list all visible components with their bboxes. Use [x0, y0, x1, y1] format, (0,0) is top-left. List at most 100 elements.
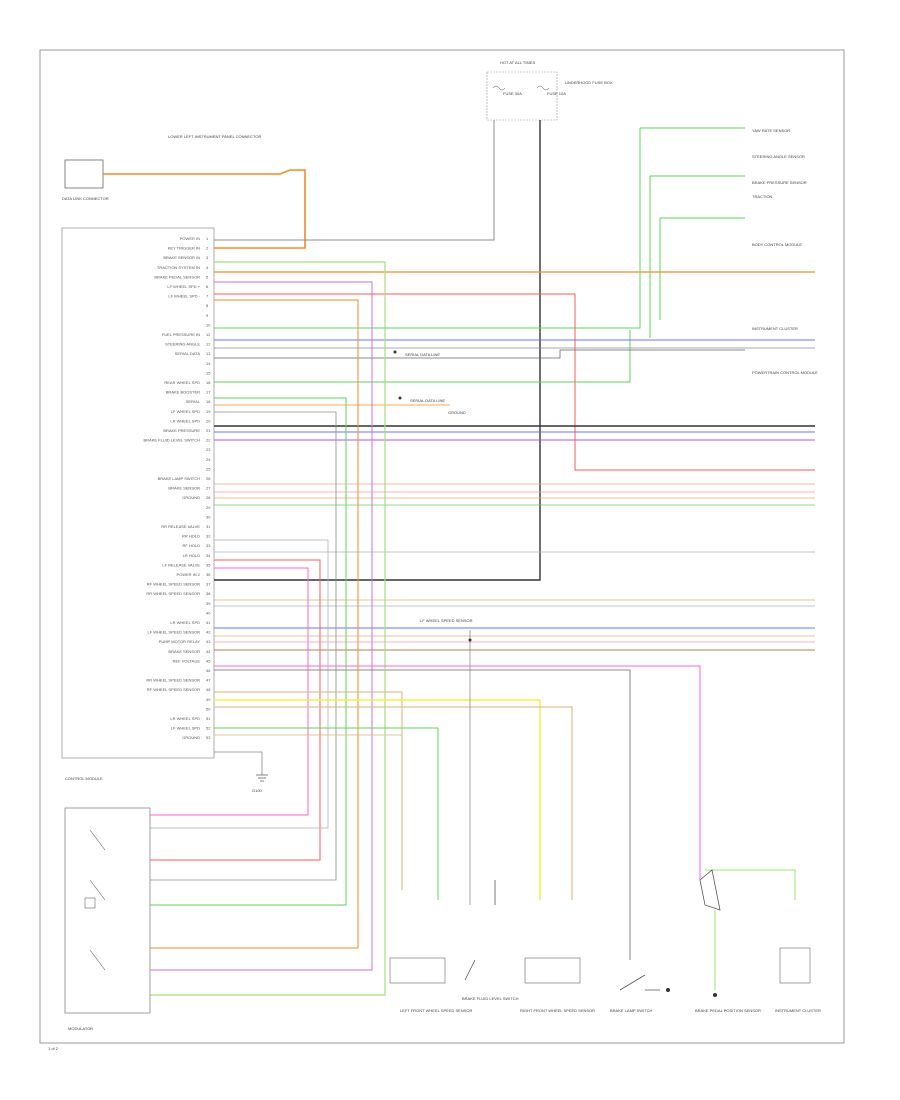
module-pin-number: 34: [206, 553, 211, 558]
module-pin-number: 24: [206, 457, 211, 462]
module-pin-number: 8: [206, 303, 209, 308]
module-pin-number: 18: [206, 399, 211, 404]
right-connector-label: YAW RATE SENSOR: [752, 128, 790, 133]
module-pin-label: BRAKE SENSOR: [168, 649, 200, 654]
module-pin-number: 2: [206, 246, 209, 251]
wire-yellow-vertical: [214, 699, 541, 900]
module-pin-number: 42: [206, 630, 211, 635]
module-pin-number: 45: [206, 658, 211, 663]
module-pin-label: REAR WHEEL SPD: [164, 380, 200, 385]
module-pin-number: 46: [206, 668, 211, 673]
bottom-label-fluid: BRAKE FLUID LEVEL SWITCH: [462, 996, 519, 1001]
data-link-connector-label: DATA LINK CONNECTOR: [62, 196, 109, 201]
module-pin-number: 37: [206, 582, 211, 587]
right-connector-label: BRAKE PRESSURE SENSOR: [752, 180, 807, 185]
splice-label-3: GROUND: [448, 410, 466, 415]
wire-gray-vertical: [150, 411, 337, 881]
fuse-b-label: FUSE 10A: [547, 91, 566, 96]
module-pin-label: LF WHEEL SPD +: [167, 284, 200, 289]
left-bottom-module-label: CONTROL MODULE: [65, 776, 103, 781]
module-pin-number: 10: [206, 322, 211, 327]
right-connector-label: STEERING ANGLE SENSOR: [752, 154, 805, 159]
module-pin-number: 20: [206, 418, 211, 423]
module-pin-number: 51: [206, 716, 211, 721]
brake-lamp-switch-dot: [666, 988, 670, 992]
module-pin-label: GROUND: [182, 735, 200, 740]
wire-black-1: [214, 349, 745, 359]
module-pin-number: 27: [206, 486, 211, 491]
module-pin-number: 1: [206, 236, 209, 241]
module-pin-number: 43: [206, 639, 211, 644]
wire-green-vertical-3: [214, 727, 439, 900]
module-pin-number: 41: [206, 620, 211, 625]
module-pin-label: BRAKE BOOSTER: [166, 390, 200, 395]
wire-orange-vertical: [150, 299, 359, 949]
module-pin-label: STEERING ANGLE: [165, 342, 200, 347]
wire-green-steer: [649, 175, 745, 338]
left-bottom-module-box: [64, 807, 151, 1014]
wire-orange-dlc: [103, 169, 306, 249]
wire-pink-vertical-2: [214, 665, 701, 880]
module-pin-number: 52: [206, 726, 211, 731]
module-pin-label: LR WHEEL SPD: [170, 620, 200, 625]
module-pin-label: REF VOLTAGE: [173, 658, 201, 663]
module-pin-number: 44: [206, 649, 211, 654]
module-pin-label: RF HOLD: [182, 543, 200, 548]
bottom-label-lf: LEFT FRONT WHEEL SPEED SENSOR: [400, 1008, 472, 1013]
module-pin-label: FUEL PRESSURE IN: [162, 332, 200, 337]
splice-dot-2: [398, 396, 402, 400]
module-pin-number: 28: [206, 495, 211, 500]
module-pin-number: 15: [206, 370, 211, 375]
wire-lightgreen-right: [705, 869, 796, 900]
module-pin-number: 39: [206, 601, 211, 606]
fuse-block-title: HOT AT ALL TIMES: [500, 60, 535, 65]
module-pin-label: RR HOLD: [182, 534, 200, 539]
splice-dot-1: [393, 350, 397, 354]
fuse-a-symbol: [492, 85, 506, 91]
module-pin-number: 14: [206, 361, 211, 366]
module-pin-number: 6: [206, 284, 209, 289]
splice-dot-3: [468, 638, 472, 642]
diagram-frame: [39, 49, 845, 1044]
brake-pedal-sensor-symbol: [699, 869, 721, 911]
module-pin-label: RR WHEEL SPEED SENSOR: [146, 591, 200, 596]
top-fuse-block: HOT AT ALL TIMES FUSE 30A FUSE 10A UNDER…: [486, 60, 613, 121]
module-pin-number: 36: [206, 572, 211, 577]
module-pin-number: 19: [206, 409, 211, 414]
module-pin-label: LF WHEEL SPD: [171, 409, 200, 414]
module-pin-number: 5: [206, 274, 209, 279]
lf-wheel-sensor-box: [389, 957, 446, 984]
module-pin-label: TRACTION SYSTEM IN: [157, 265, 200, 270]
module-pin-number: 53: [206, 735, 211, 740]
module-pin-label: LR HOLD: [183, 553, 200, 558]
module-pin-label: PUMP MOTOR RELAY: [159, 639, 201, 644]
module-pin-number: 12: [206, 342, 211, 347]
module-pin-label: RF WHEEL SPEED SENSOR: [147, 687, 200, 692]
right-connector-label: INSTRUMENT CLUSTER: [752, 326, 798, 331]
wire-tan-vertical-2: [214, 706, 573, 900]
module-pin-numbers: 1234567891011121314151617181920212223242…: [206, 236, 211, 740]
module-pin-number: 49: [206, 697, 211, 702]
wire-green-vertical: [150, 261, 386, 996]
brake-pedal-sensor-dot: [713, 993, 717, 997]
module-pin-label: LF RELEASE VALVE: [162, 562, 200, 567]
fuse-a-label: FUSE 30A: [503, 91, 522, 96]
wire-green-press: [659, 217, 745, 320]
module-pin-number: 31: [206, 524, 211, 529]
module-pin-label: POWER IN: [180, 236, 200, 241]
wire-ground: [214, 751, 263, 775]
module-pin-label: BRAKE SENSOR: [168, 486, 200, 491]
wire-green-traction: [214, 330, 631, 383]
splice-label-4: LF WHEEL SPEED SENSOR: [420, 618, 473, 623]
module-pin-number: 22: [206, 438, 211, 443]
module-pin-number: 30: [206, 514, 211, 519]
lower-left-connector-label: LOWER LEFT INSTRUMENT PANEL CONNECTOR: [168, 134, 261, 139]
module-pin-label: BRAKE LAMP SWITCH: [158, 476, 200, 481]
module-pin-number: 47: [206, 678, 211, 683]
rf-wheel-sensor-box: [524, 957, 581, 984]
module-pin-label: LR WHEEL SPD: [170, 716, 200, 721]
module-pin-number: 33: [206, 543, 211, 548]
left-bottom-module-sub: MODULATOR: [68, 1026, 93, 1031]
module-pin-label: SERIAL DATA: [175, 351, 201, 356]
